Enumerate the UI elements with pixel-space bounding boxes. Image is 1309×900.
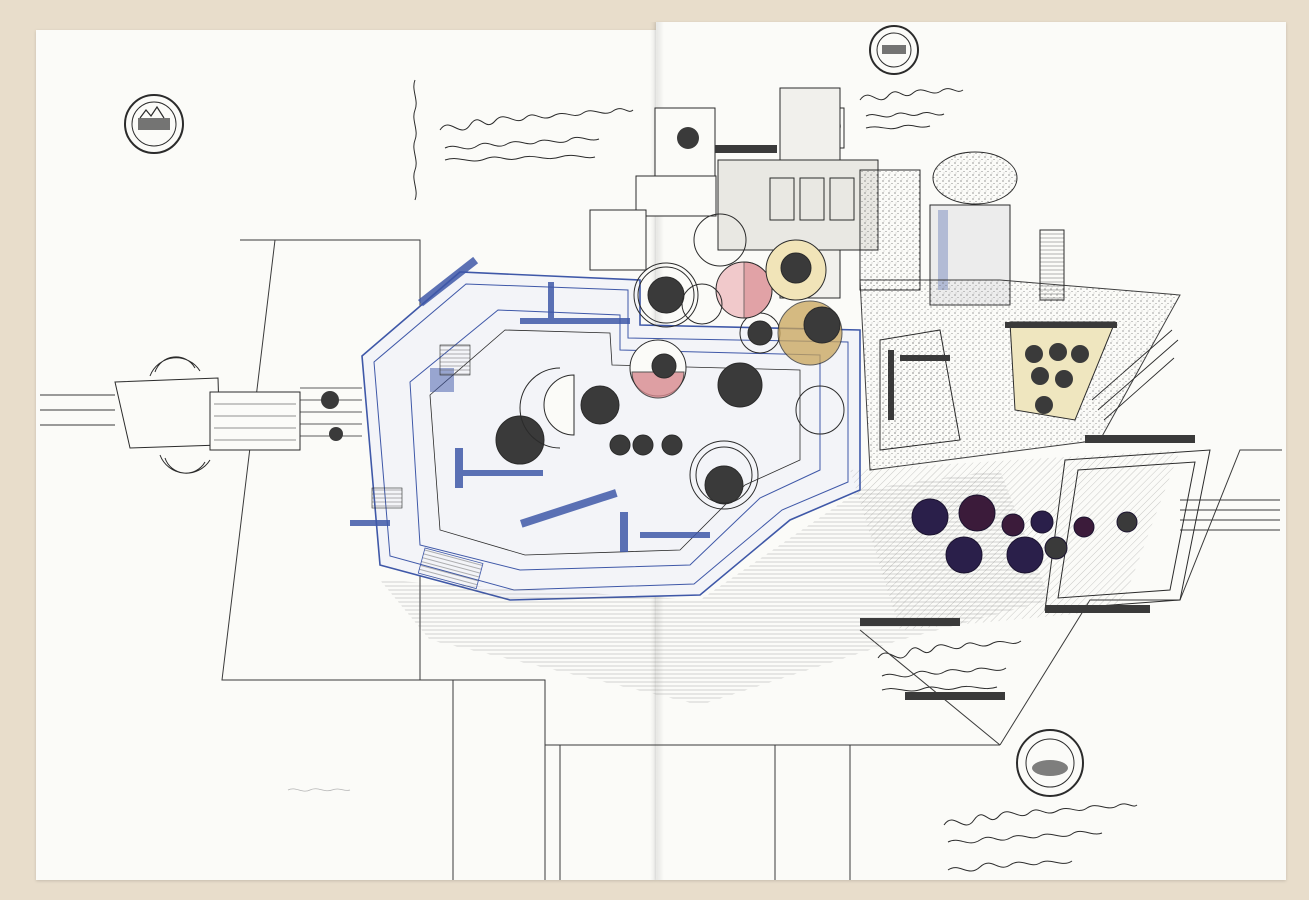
right-structure <box>859 279 1211 700</box>
signature-icon <box>859 88 964 130</box>
pencil-marking <box>287 788 351 792</box>
seal-icon <box>1016 729 1084 797</box>
left-arm <box>114 356 362 474</box>
signature-icon <box>943 803 1138 872</box>
seal-icon <box>869 25 919 75</box>
signature-icon <box>877 640 1022 692</box>
disc-icon <box>911 494 1138 574</box>
signature-icon <box>413 79 634 201</box>
fortress <box>350 256 861 601</box>
upper-towers <box>589 87 1065 306</box>
seal-icon <box>124 94 184 154</box>
disc-icon <box>495 213 845 510</box>
